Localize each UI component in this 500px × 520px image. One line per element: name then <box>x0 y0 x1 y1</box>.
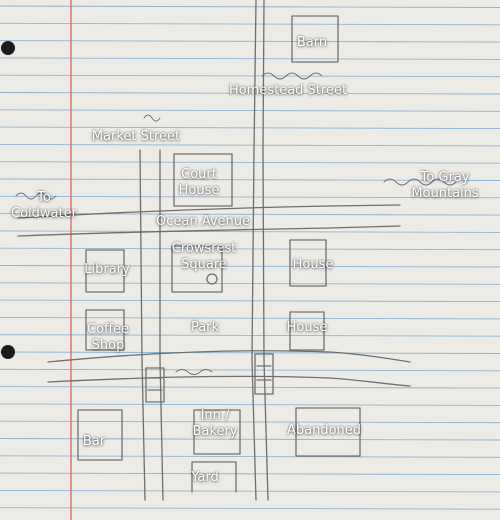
ruled-line <box>0 438 500 441</box>
ruled-line <box>0 178 500 181</box>
ruled-line <box>0 472 500 476</box>
house-upper-building <box>289 239 327 287</box>
ruled-lines <box>0 5 500 510</box>
ruled-line <box>0 403 500 406</box>
ruled-line <box>0 265 500 268</box>
bridge-homestead <box>254 353 274 395</box>
ocean-avenue-north-edge <box>17 204 401 219</box>
ocean-avenue-south-edge <box>17 225 401 237</box>
square-fountain <box>206 273 218 285</box>
library-building <box>85 249 125 293</box>
abandoned-building <box>295 407 361 457</box>
ruled-line <box>0 195 500 199</box>
pencil-note-homestead <box>261 72 323 80</box>
ruled-line <box>0 143 500 147</box>
ruled-line <box>0 22 500 26</box>
ruled-line <box>0 40 500 43</box>
river-road-north-edge <box>47 350 411 363</box>
ruled-line <box>0 57 500 60</box>
court-house-building <box>173 153 233 207</box>
inn-bakery-building <box>193 409 241 455</box>
ruled-line <box>0 386 500 389</box>
ruled-line <box>0 74 500 78</box>
ruled-line <box>0 368 500 372</box>
ruled-line <box>0 334 500 337</box>
barn-building <box>291 15 339 63</box>
ruled-line <box>0 126 500 130</box>
ruled-line <box>0 351 500 354</box>
ruled-line <box>0 299 500 303</box>
bar-building <box>77 409 123 461</box>
pencil-note-gray-mountains <box>383 178 457 186</box>
yard-fence <box>191 461 237 493</box>
pencil-note-coldwater <box>15 192 57 200</box>
pencil-note-river <box>175 369 213 375</box>
binder-hole-top <box>1 41 15 55</box>
market-road-west-edge <box>139 149 146 501</box>
ruled-line <box>0 230 500 233</box>
ruled-line <box>0 247 500 251</box>
ruled-line <box>0 92 500 95</box>
ruled-line <box>0 316 500 320</box>
bridge-market-planks <box>147 377 163 391</box>
river-road-south-edge <box>47 375 411 387</box>
ruled-line <box>0 507 500 510</box>
ruled-line <box>0 109 500 112</box>
house-lower-building <box>289 311 325 351</box>
ruled-line <box>0 489 500 493</box>
coffee-shop-building <box>85 309 125 351</box>
ruled-line <box>0 5 500 8</box>
crowsrest-square-plot <box>171 245 223 293</box>
bridge-market <box>145 367 165 403</box>
homestead-road-west-edge <box>251 0 257 501</box>
ruled-line <box>0 161 500 164</box>
ruled-line <box>0 455 500 458</box>
binder-hole-bottom <box>1 345 15 359</box>
ruled-line <box>0 282 500 285</box>
market-road-east-edge <box>159 149 164 501</box>
pencil-note-market <box>143 114 161 122</box>
bridge-homestead-planks <box>256 365 272 381</box>
ruled-line <box>0 420 500 424</box>
